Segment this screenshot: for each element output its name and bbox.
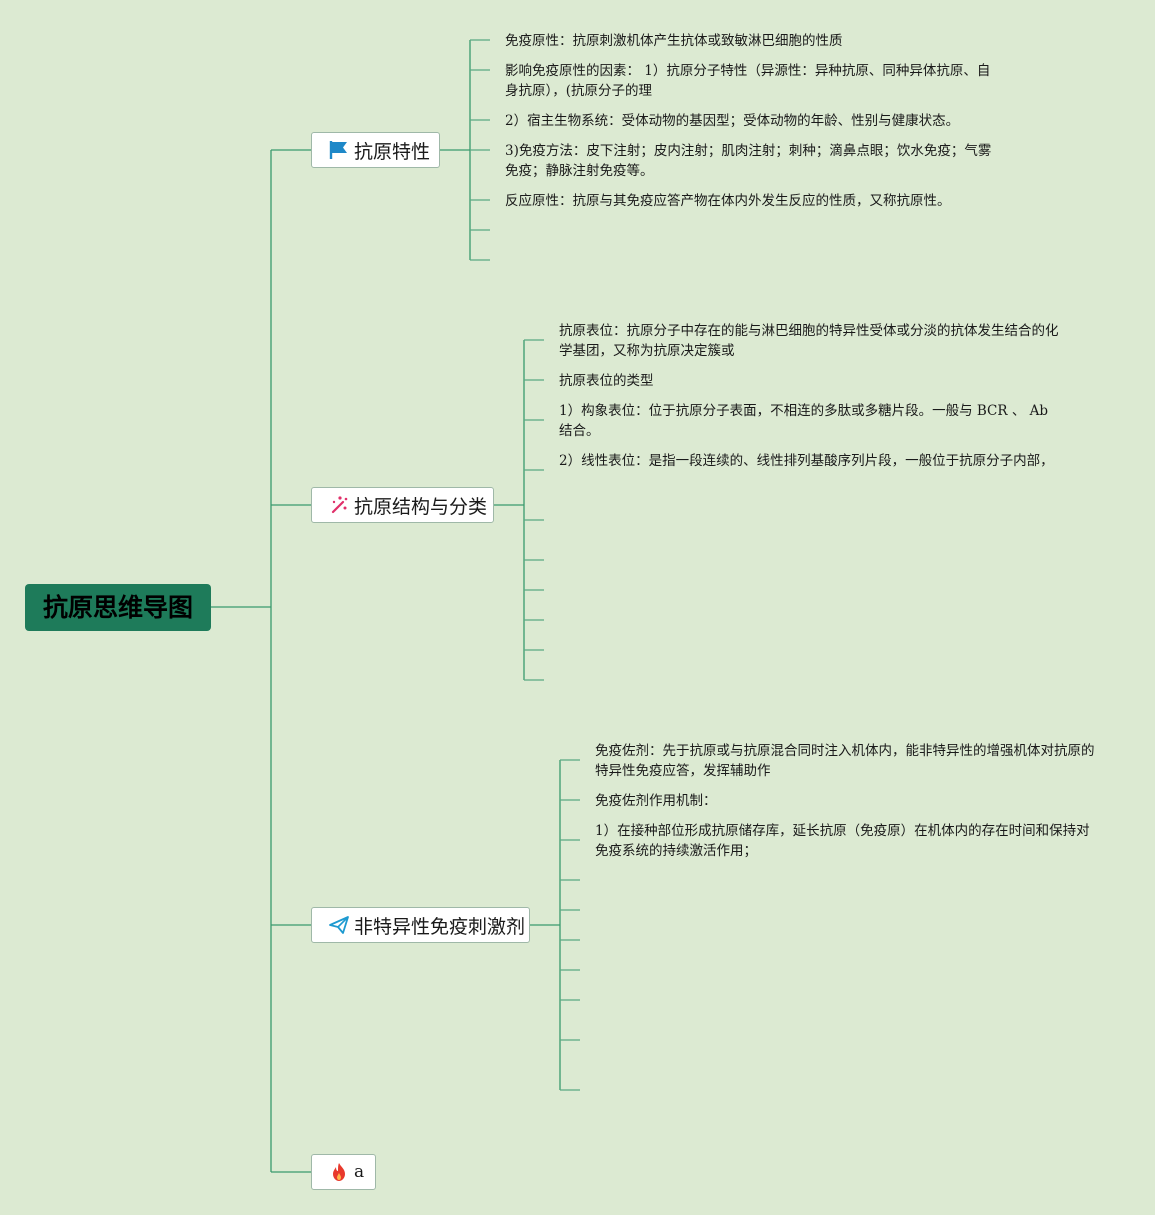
note-item: 抗原表位的类型 — [559, 373, 654, 389]
branch-label: a — [354, 1162, 365, 1182]
root-topic[interactable]: 抗原思维导图 — [25, 584, 211, 631]
note-item: 免疫原性：抗原刺激机体产生抗体或致敏淋巴细胞的性质 — [505, 33, 843, 49]
note-item: 3)免疫方法：皮下注射；皮内注射；肌肉注射；刺种；滴鼻点眼；饮水免疫；气雾免疫；… — [505, 143, 992, 179]
note-item: 1）构象表位：位于抗原分子表面，不相连的多肽或多糖片段。一般与 BCR 、 Ab… — [559, 403, 1049, 439]
flag-icon — [328, 139, 350, 161]
branch-label: 抗原结构与分类 — [354, 495, 488, 518]
note-item: 1）在接种部位形成抗原储存库，延长抗原（免疫原）在机体内的存在时间和保持对免疫系… — [595, 823, 1090, 859]
branch-label: 抗原特性 — [354, 140, 431, 163]
note-item: 抗原表位：抗原分子中存在的能与淋巴细胞的特异性受体或分淡的抗体发生结合的化学基团… — [559, 323, 1059, 359]
branch-topic-antigen-structure[interactable]: 抗原结构与分类 — [311, 487, 494, 523]
branch-topic-a[interactable]: a — [311, 1154, 376, 1190]
note-item: 反应原性：抗原与其免疫应答产物在体内外发生反应的性质，又称抗原性。 — [505, 193, 951, 209]
branch-label: 非特异性免疫刺激剂 — [354, 915, 526, 938]
note-item: 2）线性表位：是指一段连续的、线性排列基酸序列片段，一般位于抗原分子内部， — [559, 453, 1054, 469]
note-item: 2）宿主生物系统：受体动物的基因型；受体动物的年龄、性别与健康状态。 — [505, 113, 960, 129]
note-item: 影响免疫原性的因素： 1）抗原分子特性（异源性：异种抗原、同种异体抗原、自身抗原… — [505, 63, 991, 99]
note-item: 免疫佐剂：先于抗原或与抗原混合同时注入机体内，能非特异性的增强机体对抗原的特异性… — [595, 743, 1095, 779]
fire-icon — [328, 1161, 350, 1183]
branch-topic-nonspecific-immunostimulant[interactable]: 非特异性免疫刺激剂 — [311, 907, 530, 943]
note-item: 免疫佐剂作用机制： — [595, 793, 717, 809]
branch-topic-antigen-properties[interactable]: 抗原特性 — [311, 132, 440, 168]
paper-plane-icon — [328, 914, 350, 936]
magic-wand-icon — [328, 494, 350, 516]
